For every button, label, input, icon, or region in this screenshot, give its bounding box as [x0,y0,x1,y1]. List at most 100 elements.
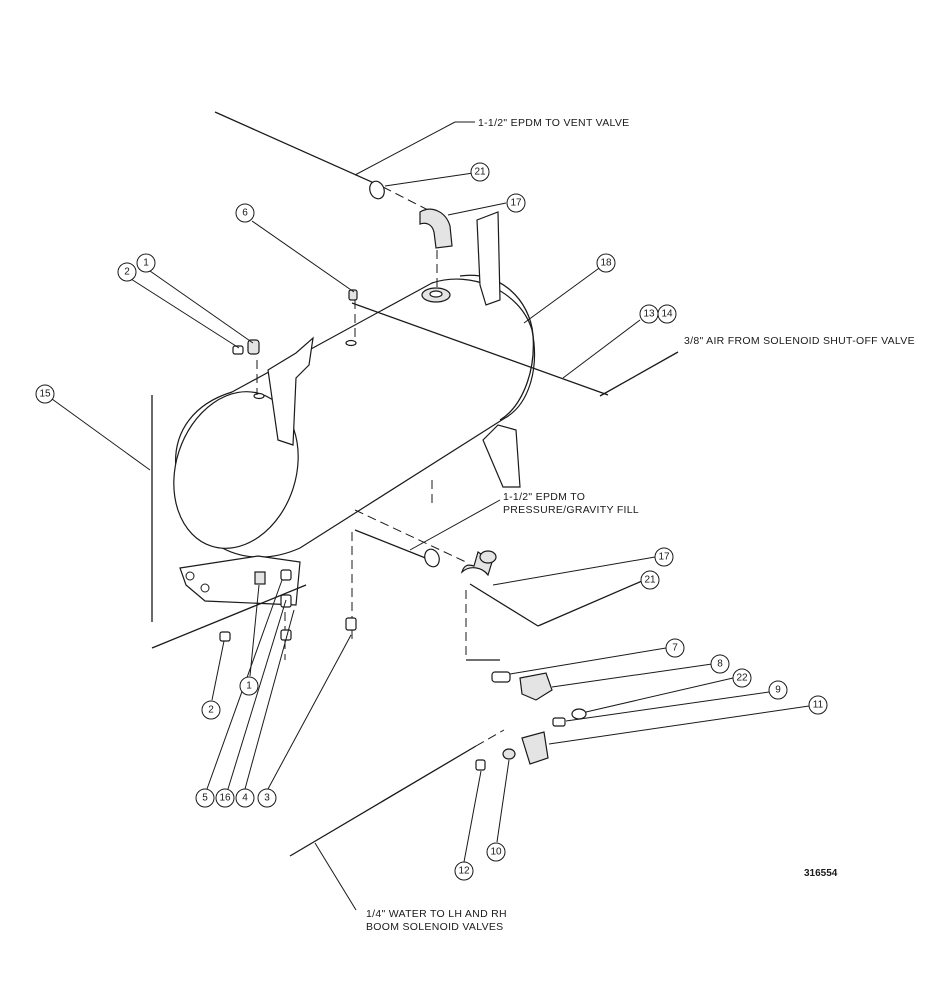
bottom-left-diagonal [151,584,307,649]
svg-text:8: 8 [717,659,723,670]
callout-1-bottom: 1 [239,676,259,696]
note-air: 3/8" AIR FROM SOLENOID SHUT-OFF VALVE [684,335,915,347]
svg-text:11: 11 [813,700,824,711]
callout-6: 6 [235,203,255,223]
leaders [51,121,810,911]
svg-text:3: 3 [264,793,270,804]
fitting-22 [571,708,587,720]
valve-8 [519,672,553,701]
svg-text:4: 4 [242,793,248,804]
svg-text:17: 17 [658,552,670,563]
bracket-hole-2 [200,583,210,593]
drain-fitting [254,571,266,585]
front-bracket-top [267,336,314,446]
callout-16: 16 [215,788,235,808]
fill-to-21-line [469,583,539,627]
callout-10: 10 [486,842,506,862]
svg-text:13: 13 [643,309,655,320]
callout-7: 7 [665,638,685,658]
fill-hose-dash-a [354,509,469,564]
leader-7 [509,647,667,675]
svg-text:22: 22 [736,673,748,684]
leader-vent-note [354,121,456,176]
strainer-11 [521,731,549,765]
callout-8: 8 [710,654,730,674]
top-hose-clamp [369,180,385,200]
fill-21-leader [537,580,643,627]
leader-air [562,319,641,379]
svg-text:14: 14 [661,309,673,320]
mid-elbow-thread [479,550,497,564]
leader-10 [496,759,510,843]
front-top-port [253,392,265,400]
callout-17-mid: 17 [654,547,674,567]
callout-22: 22 [732,668,752,688]
svg-text:18: 18 [600,258,612,269]
callout-1-top: 1 [136,253,156,273]
callout-4: 4 [235,788,255,808]
svg-text:17: 17 [510,198,522,209]
note-water-line1: 1/4" WATER TO LH AND RH [366,908,507,920]
callout-5: 5 [195,788,215,808]
callouts: 21 17 6 18 13 14 1 2 15 17 21 7 8 22 9 1… [35,162,828,881]
svg-text:2: 2 [124,267,130,278]
callout-15: 15 [35,384,55,404]
svg-text:21: 21 [644,575,656,586]
leader-17-top [447,202,507,216]
fitting-12 [475,759,486,771]
bottom-fitting-3 [345,617,357,631]
leader-18 [523,265,603,324]
svg-text:2: 2 [208,705,214,716]
water-line-dash [475,729,505,747]
fitting-7 [491,671,511,683]
rear-bracket-bottom [482,424,521,488]
svg-text:21: 21 [474,167,486,178]
callout-21-top: 21 [470,162,490,182]
tank-assembly [173,211,536,606]
leader-8 [551,663,713,688]
svg-text:16: 16 [219,793,231,804]
fitting-10 [502,748,516,760]
callout-14: 14 [657,304,677,324]
water-line [289,745,477,857]
leader-15 [51,398,151,471]
tank-centerline [351,302,609,396]
callout-21-mid: 21 [640,570,660,590]
top-fitting-2 [232,345,244,355]
leader-water-note [314,842,357,911]
note-water-line2: BOOM SOLENOID VALVES [366,921,503,933]
leader-3 [267,634,352,790]
fittings [219,180,587,771]
svg-text:5: 5 [202,793,208,804]
bottom-fitting-5 [280,569,292,581]
leader-17-mid [492,556,656,586]
leader-2-bottom [211,640,225,701]
bracket-hole-1 [185,571,195,581]
leader-16 [227,599,287,790]
leader-12 [463,770,482,863]
air-line [599,351,679,397]
vent-hose-line [214,111,384,188]
note-fill-line2: PRESSURE/GRAVITY FILL [503,504,639,516]
svg-text:6: 6 [242,208,248,219]
fitting-9 [552,717,566,727]
leader-11 [548,705,810,745]
callout-11: 11 [808,695,828,715]
bottom-nut-2 [219,631,231,642]
svg-text:15: 15 [39,389,51,400]
top-fitting-1 [247,339,260,355]
top-small-port [345,339,357,347]
rear-bracket-top [476,211,501,306]
leader-fill-note [409,499,501,551]
note-fill-line1: 1-1/2" EPDM TO [503,491,585,503]
svg-text:12: 12 [458,866,470,877]
callout-2-bottom: 2 [201,700,221,720]
svg-text:1: 1 [143,258,149,269]
fitting-6 [348,289,358,301]
leader-1-bottom [249,584,260,677]
note-vent: 1-1/2" EPDM TO VENT VALVE [478,117,629,129]
svg-text:9: 9 [775,685,781,696]
vent-hose-dash [382,186,429,211]
leader-1-top [149,270,254,344]
